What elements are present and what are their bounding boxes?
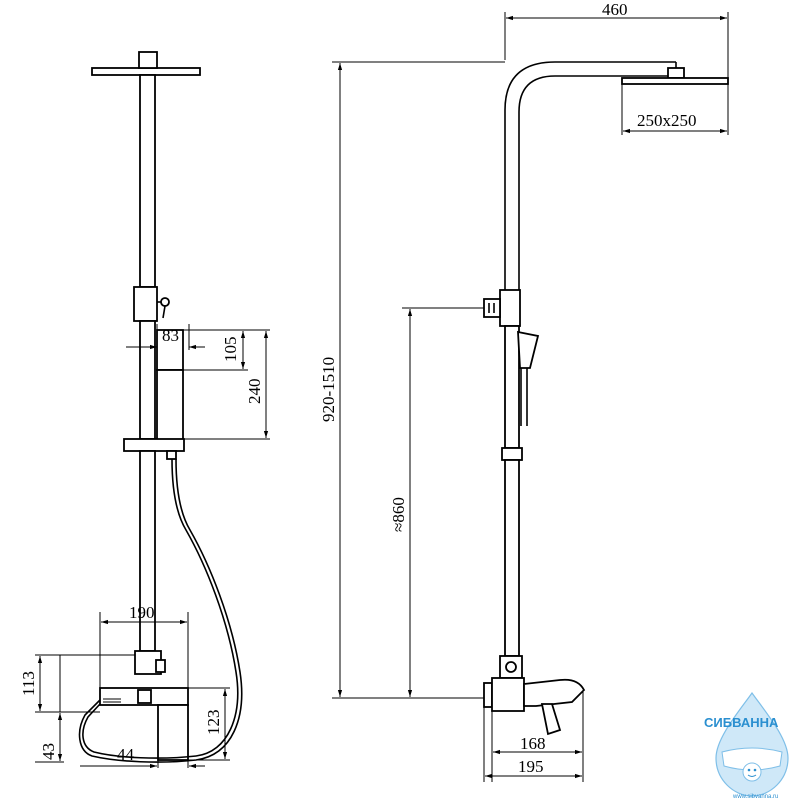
dim-105: 105 xyxy=(221,337,240,363)
front-head-shower-connector xyxy=(138,51,158,69)
dim-123: 123 xyxy=(204,710,223,736)
dim-240: 240 xyxy=(245,379,264,405)
front-hose xyxy=(78,458,243,763)
side-mixer-body xyxy=(491,677,525,712)
dim-43: 43 xyxy=(39,743,58,760)
dim-168: 168 xyxy=(520,734,546,753)
side-wall-flange xyxy=(483,682,493,708)
front-diverter-block xyxy=(133,286,158,322)
dim-83: 83 xyxy=(162,326,179,345)
side-column-lower xyxy=(504,459,520,657)
mascot-face-icon xyxy=(742,762,762,782)
side-diverter-knob xyxy=(483,298,501,318)
front-mixer-outlet xyxy=(137,689,152,704)
front-mixer-handle xyxy=(155,659,166,673)
dim-113: 113 xyxy=(19,671,38,696)
dim-920-1510: 920-1510 xyxy=(319,357,338,422)
side-mixer-connector-nut xyxy=(505,661,517,673)
water-drop-icon xyxy=(715,691,789,797)
side-mixer-lever xyxy=(540,703,562,736)
front-column-middle xyxy=(139,320,156,440)
logo-url: www.sibvanna.ru xyxy=(732,794,778,800)
dim-190: 190 xyxy=(129,603,155,622)
front-slider-hook xyxy=(166,450,177,460)
logo-brand: СИБВАННА xyxy=(704,715,779,730)
dim-250x250: 250x250 xyxy=(637,111,697,130)
side-head-shower-plate xyxy=(621,77,729,85)
front-view xyxy=(78,51,243,763)
front-column-upper xyxy=(139,74,156,288)
side-dimensions: 460 250x250 920-1510 ≈860 168 195 xyxy=(319,0,729,782)
front-spout xyxy=(157,704,189,761)
front-handshower-tube xyxy=(156,369,184,447)
dim-44: 44 xyxy=(117,745,135,764)
dim-460: 460 xyxy=(602,0,628,19)
side-head-shower-connector xyxy=(667,67,685,79)
side-column-middle xyxy=(504,325,520,449)
sibvanna-logo: СИБВАННА www.sibvanna.ru xyxy=(704,691,789,800)
side-hand-shower xyxy=(517,330,540,369)
dim-195: 195 xyxy=(518,757,544,776)
side-slider xyxy=(501,447,523,461)
side-diverter-block xyxy=(499,289,521,327)
front-slider-bar xyxy=(123,438,185,452)
front-diverter-knob xyxy=(160,297,170,307)
side-mixer-spout xyxy=(523,678,586,707)
front-dimensions: 83 105 240 190 113 43 123 44 xyxy=(19,324,270,769)
side-column-bend xyxy=(504,61,676,290)
front-head-shower-plate xyxy=(91,67,201,76)
side-view xyxy=(483,61,729,736)
dim-860: ≈860 xyxy=(389,497,408,532)
